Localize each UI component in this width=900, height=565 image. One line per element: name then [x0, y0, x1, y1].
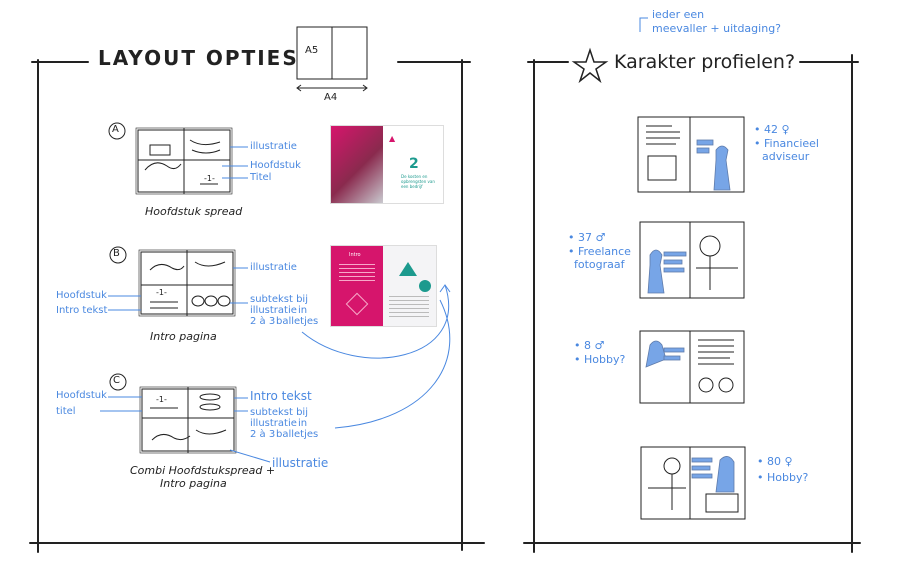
option-a-label-illustration: illustratie: [250, 141, 297, 152]
option-c-label-chapter: Hoofdstuk: [56, 390, 107, 401]
option-c-caption-line2: Intro pagina: [160, 477, 227, 490]
option-c-label-subtext-5: balletjes: [276, 429, 319, 440]
sample-a-number: 2: [409, 156, 419, 172]
sample-b-left-page: Intro: [331, 246, 383, 326]
option-c-label-subtext: subtekst bij: [250, 407, 308, 418]
profile-1-age: • 42 ♀: [754, 123, 790, 136]
profile-2-age-value: 37: [578, 231, 592, 244]
option-b-label-subtext-3: in: [298, 305, 308, 316]
option-a-marker: A: [112, 124, 119, 135]
profile-3-gender-icon: ♂: [594, 339, 605, 352]
sample-b-illustration: [399, 262, 417, 276]
profile-2-line1: • Freelance: [568, 245, 631, 258]
option-b-label-subtext-2: illustratie: [250, 305, 297, 316]
option-b-label-subtext-4: 2 à 3: [250, 316, 276, 327]
profile-4-age: • 80 ♀: [757, 455, 793, 468]
profile-2-gender-icon: ♂: [595, 231, 606, 244]
sample-b-graphic: [345, 292, 369, 316]
sample-a-logo-icon: ▲: [389, 134, 396, 143]
sample-b-circle: [419, 280, 431, 292]
option-b-label-subtext-5: balletjes: [276, 316, 319, 327]
profile-3-line1-text: Hobby?: [584, 353, 626, 366]
option-c-label-subtext-2: illustratie: [250, 418, 297, 429]
option-c-label-title: titel: [56, 406, 76, 417]
profile-2-line1-text: Freelance: [578, 245, 631, 258]
option-a-page-number: -1-: [204, 174, 215, 183]
option-b-caption: Intro pagina: [150, 330, 217, 343]
profile-3-age: • 8 ♂: [574, 339, 605, 352]
sample-b-spread: Intro: [330, 245, 437, 327]
option-c-page-number: -1-: [156, 395, 167, 404]
note-line2: meevaller + uitdaging?: [652, 22, 782, 35]
profile-1-line2: adviseur: [762, 150, 810, 163]
profiles-title: Karakter profielen?: [614, 51, 796, 73]
option-c-label-subtext-3: in: [298, 418, 308, 429]
option-a-label-chapter: Hoofdstuk: [250, 160, 301, 171]
layout-title: LAYOUT OPTIES: [98, 46, 299, 70]
option-c-label-subtext-4: 2 à 3: [250, 429, 276, 440]
option-c-label-illustration: illustratie: [272, 456, 329, 470]
option-a-label-title: Titel: [250, 172, 272, 183]
sample-b-body-text: [389, 296, 429, 318]
profile-4-line1: • Hobby?: [757, 471, 809, 484]
page-size-inner: A5: [305, 45, 319, 56]
option-c-caption-line1: Combi Hoofdstukspread +: [130, 464, 276, 477]
sample-a-photo: [331, 126, 383, 203]
profile-2-line2: fotograaf: [574, 258, 625, 271]
option-b-label-illustration: illustratie: [250, 262, 297, 273]
sample-b-text-block: [339, 264, 375, 284]
profile-2-age: • 37 ♂: [568, 231, 606, 244]
option-b-label-intro: Intro tekst: [56, 305, 108, 316]
option-b-marker: B: [113, 248, 120, 259]
profile-4-line1-text: Hobby?: [767, 471, 809, 484]
profile-1-gender-icon: ♀: [781, 123, 790, 136]
page-size-outer: A4: [324, 92, 338, 103]
profile-4-age-value: 80: [767, 455, 781, 468]
sample-a-spread: ▲ 2 De kosten en opbrengsten van een bed…: [330, 125, 444, 204]
profile-1-age-value: 42: [764, 123, 778, 136]
profile-1-line1: • Financieel: [754, 137, 819, 150]
sample-b-heading: Intro: [349, 252, 361, 258]
profile-4-gender-icon: ♀: [784, 455, 793, 468]
sample-a-text: De kosten en opbrengsten van een bedrijf: [401, 174, 435, 189]
profile-1-line1-text: Financieel: [764, 137, 819, 150]
option-b-label-subtext: subtekst bij: [250, 294, 308, 305]
note-line1: ieder een: [652, 8, 705, 21]
star-icon: [571, 47, 609, 84]
option-c-label-intro: Intro tekst: [250, 389, 312, 403]
option-c-marker: C: [113, 375, 120, 386]
profile-3-age-value: 8: [584, 339, 591, 352]
option-a-caption: Hoofdstuk spread: [145, 205, 243, 218]
option-b-label-chapter: Hoofdstuk: [56, 290, 107, 301]
profile-3-line1: • Hobby?: [574, 353, 626, 366]
option-b-page-number: -1-: [156, 288, 167, 297]
